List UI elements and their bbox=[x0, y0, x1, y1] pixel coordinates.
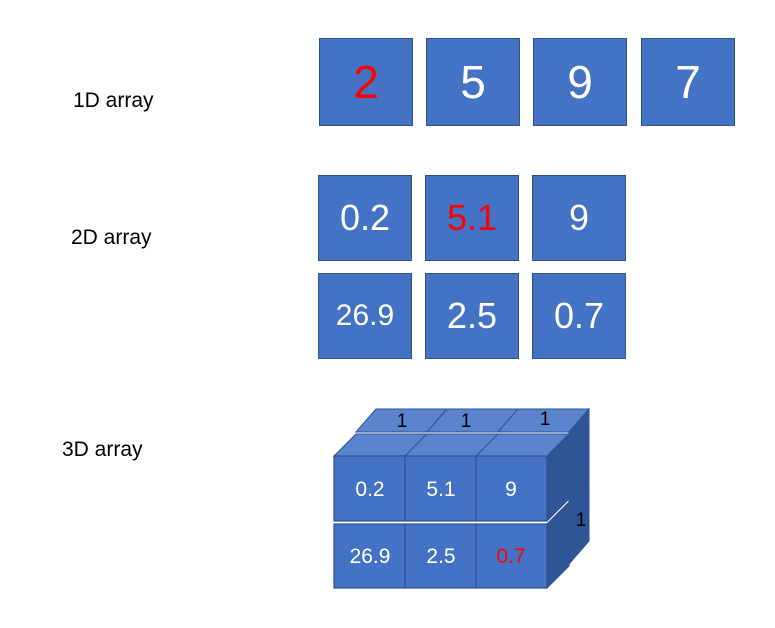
array-3d-cell bbox=[404, 455, 477, 522]
array-3d-side-value: 1 bbox=[576, 510, 587, 531]
cube-top-face bbox=[332, 433, 429, 457]
array-3d-cell bbox=[404, 523, 477, 589]
label-3d-array: 3D array bbox=[62, 438, 143, 461]
cube-top-face bbox=[474, 433, 571, 457]
array-2d-cell: 0.7 bbox=[532, 273, 626, 359]
array-3d-front-layer: 0.2 5.1 9 26.9 2.5 0.7 1 bbox=[332, 432, 587, 590]
array-1d-cell: 5 bbox=[426, 38, 520, 126]
array-3d-cell bbox=[333, 455, 406, 522]
cube-top-face bbox=[425, 408, 520, 433]
cube-top-face bbox=[496, 408, 591, 433]
array-3d-cell-value: 0.2 bbox=[355, 478, 384, 501]
array-3d-top-value: 1 bbox=[397, 411, 408, 432]
array-3d-cell-value: 26.9 bbox=[350, 545, 391, 568]
array-2d-cell: 0.2 bbox=[318, 175, 412, 261]
array-3d-cell bbox=[475, 455, 548, 522]
array-2d-cell: 9 bbox=[532, 175, 626, 261]
array-3d-cell bbox=[333, 523, 406, 589]
cube-top-face bbox=[403, 433, 500, 457]
label-1d-array: 1D array bbox=[73, 89, 154, 112]
array-3d-top-value: 1 bbox=[540, 409, 551, 430]
array-3d-cell bbox=[475, 523, 548, 589]
cube-side-face bbox=[568, 407, 590, 499]
array-3d-cell-value: 5.1 bbox=[426, 478, 455, 501]
cube-top-face bbox=[354, 408, 449, 433]
array-1d-cell: 7 bbox=[641, 38, 735, 126]
array-2d-cell: 5.1 bbox=[425, 175, 519, 261]
array-3d-cell-value-highlight: 0.7 bbox=[496, 545, 525, 568]
array-3d-cell-value: 9 bbox=[505, 478, 517, 501]
array-2d-cell: 26.9 bbox=[318, 273, 412, 359]
cube-side-face bbox=[546, 432, 570, 523]
cube-side-face bbox=[568, 472, 590, 566]
array-3d-cell-value: 2.5 bbox=[426, 545, 455, 568]
array-3d-top-value: 1 bbox=[461, 411, 472, 432]
array-1d-cell: 9 bbox=[533, 38, 627, 126]
label-2d-array: 2D array bbox=[71, 226, 152, 249]
array-2d-cell: 2.5 bbox=[425, 273, 519, 359]
cube-side-face bbox=[546, 500, 570, 590]
array-1d-cell: 2 bbox=[319, 38, 413, 126]
array-3d-back-layer: 1 1 1 bbox=[354, 407, 591, 566]
